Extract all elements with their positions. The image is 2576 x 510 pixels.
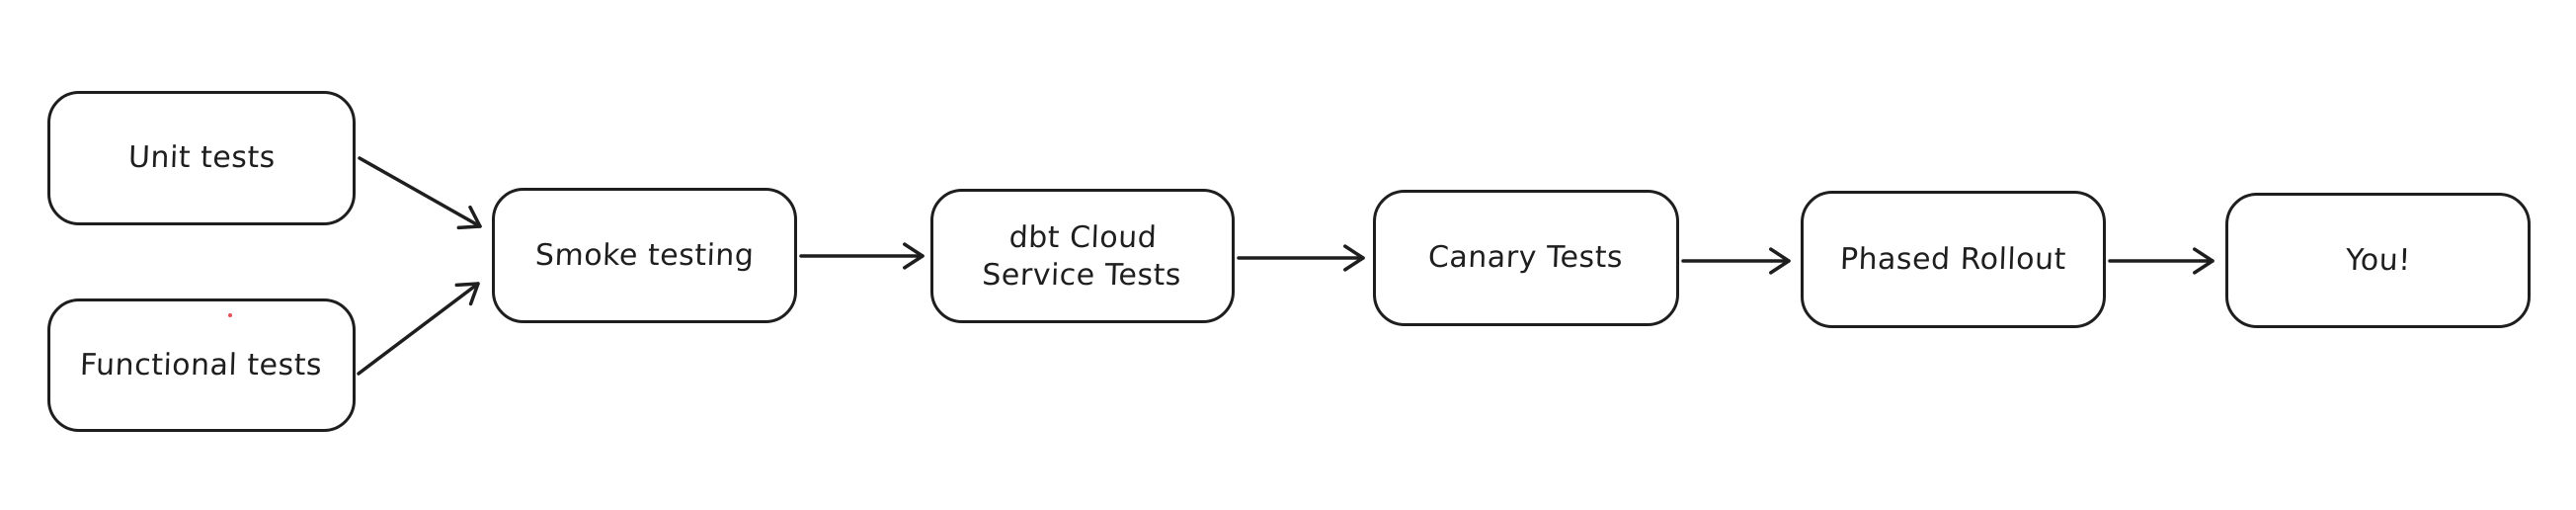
node-you[interactable]: You! [2225, 193, 2531, 328]
node-unit-tests[interactable]: Unit tests [47, 91, 356, 225]
node-canary-tests[interactable]: Canary Tests [1373, 190, 1679, 326]
node-functional-tests[interactable]: Functional tests [47, 298, 356, 432]
node-functional-tests-label: Functional tests [79, 347, 324, 382]
node-unit-tests-label: Unit tests [126, 140, 277, 176]
node-dbt-cloud-service-tests[interactable]: dbt Cloud Service Tests [930, 189, 1235, 323]
node-dbt-cloud-service-tests-label: dbt Cloud Service Tests [981, 219, 1182, 293]
node-smoke-testing-label: Smoke testing [534, 237, 755, 273]
node-phased-rollout-label: Phased Rollout [1839, 241, 2067, 277]
stray-red-dot [228, 313, 232, 317]
arrow-unit-tests-to-smoke-testing[interactable] [358, 156, 482, 230]
node-canary-tests-label: Canary Tests [1427, 240, 1625, 276]
arrow-functional-tests-to-smoke-testing[interactable] [357, 282, 480, 376]
node-you-label: You! [2345, 242, 2411, 278]
node-smoke-testing[interactable]: Smoke testing [492, 188, 797, 323]
node-phased-rollout[interactable]: Phased Rollout [1801, 191, 2106, 328]
